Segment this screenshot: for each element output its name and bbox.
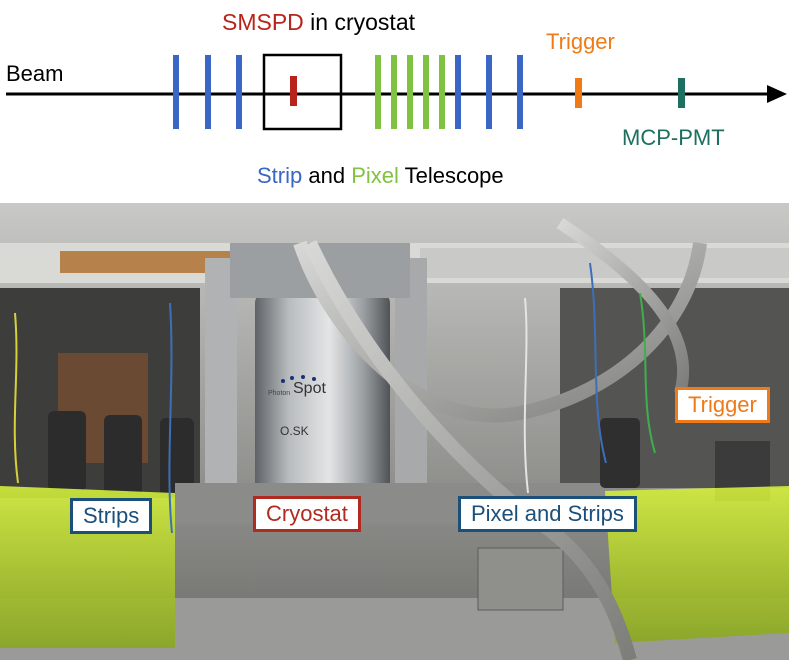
- cryostat-tag: O.SK: [280, 424, 309, 438]
- brand-dot: [312, 377, 316, 381]
- mcp-pmt-marker: [678, 78, 685, 108]
- pixel-planes: [375, 55, 445, 129]
- pixel-plane: [407, 55, 413, 129]
- pixel-plane: [391, 55, 397, 129]
- strip-module: [104, 415, 142, 495]
- brand-dots: [281, 375, 316, 383]
- strip-planes-downstream: [455, 55, 523, 129]
- strip-plane: [236, 55, 242, 129]
- caption-strip: Strip: [257, 163, 302, 188]
- cable: [523, 297, 529, 494]
- strip-plane: [455, 55, 461, 129]
- pixel-board: [477, 547, 564, 611]
- label-pixel-and-strips: Pixel and Strips: [458, 496, 637, 532]
- cable: [168, 302, 173, 534]
- brand-dot: [301, 375, 305, 379]
- cryostat-box: [262, 53, 343, 131]
- hose: [556, 218, 690, 395]
- cable: [639, 292, 656, 454]
- smspd-title: SMSPD in cryostat: [222, 9, 416, 35]
- label-trigger: Trigger: [675, 387, 770, 423]
- cables: [13, 262, 656, 534]
- caption-and: and: [302, 163, 351, 188]
- strip-plane: [205, 55, 211, 129]
- smspd-sensor: [290, 76, 297, 106]
- telescope-caption: Strip and Pixel Telescope: [257, 163, 504, 188]
- mcp-pmt-label: MCP-PMT: [622, 125, 725, 150]
- caption-pixel: Pixel: [351, 163, 399, 188]
- strip-plane: [173, 55, 179, 129]
- label-cryostat: Cryostat: [253, 496, 361, 532]
- caption-telescope: Telescope: [399, 163, 504, 188]
- strip-plane: [517, 55, 523, 129]
- cryostat-brand-prefix: Photon: [268, 390, 290, 397]
- pixel-plane: [375, 55, 381, 129]
- strip-modules: [48, 411, 194, 496]
- pixel-module: [600, 418, 640, 488]
- beamline-schematic: Beam SMSPD in cryostat Trigger MCP-PMT S…: [6, 9, 787, 188]
- cryostat-brand: Spot: [293, 380, 326, 397]
- cryostat-body: [255, 293, 390, 503]
- cable: [13, 312, 19, 484]
- green-box-right: [605, 486, 789, 643]
- setup-photo-illustration: Spot Photon O.SK: [0, 203, 789, 660]
- strip-plane: [486, 55, 492, 129]
- smspd-title-rest: in cryostat: [304, 9, 416, 35]
- pixel-plane: [439, 55, 445, 129]
- brand-dot: [281, 379, 285, 383]
- trigger-marker: [575, 78, 582, 108]
- trigger-label: Trigger: [546, 29, 615, 54]
- pixel-plane: [423, 55, 429, 129]
- brand-dot: [290, 376, 294, 380]
- cable: [589, 262, 607, 464]
- strip-module: [48, 411, 86, 491]
- strip-planes-upstream: [173, 55, 242, 129]
- beam-label: Beam: [6, 61, 63, 86]
- beam-arrowhead: [767, 85, 787, 103]
- setup-photo: Spot Photon O.SK Str: [0, 203, 789, 660]
- label-strips: Strips: [70, 498, 153, 534]
- smspd-title-red: SMSPD: [222, 9, 304, 35]
